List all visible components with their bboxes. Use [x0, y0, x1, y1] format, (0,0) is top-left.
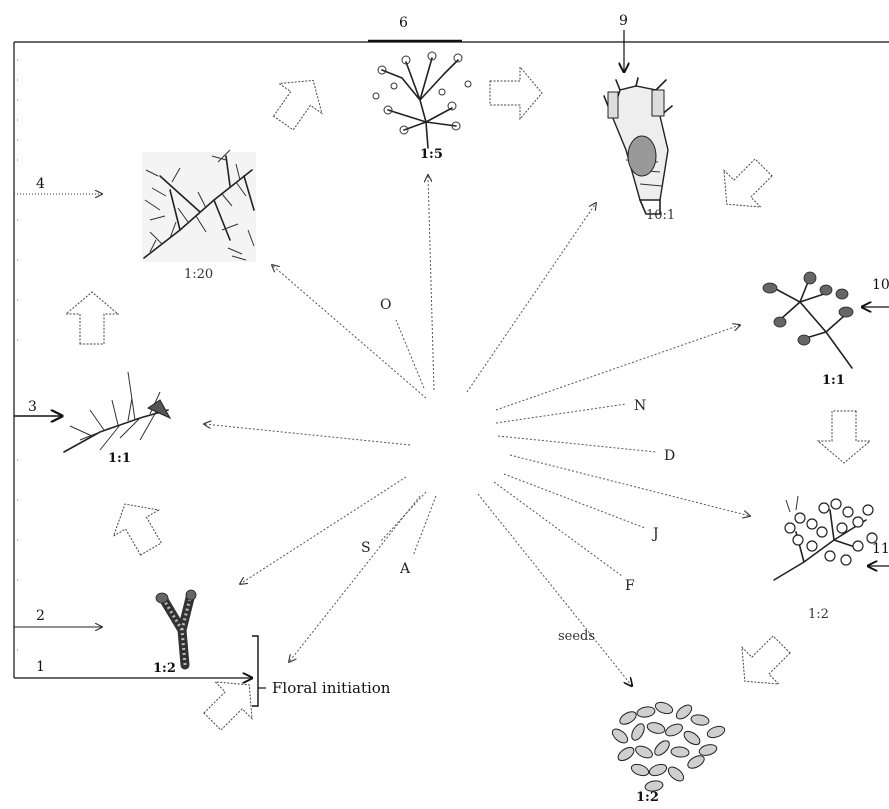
svg-text:10: 10: [872, 277, 889, 293]
stage-4-marker: 4: [14, 176, 102, 194]
scale-label-stage4: 1:20: [184, 267, 213, 282]
cycle-arrow-5: [490, 67, 542, 119]
timeline-frame: [14, 41, 889, 678]
scale-label-stage3: 1:1: [108, 451, 131, 466]
shoot-illustration: [64, 372, 170, 452]
cycle-arrow-2: [102, 491, 173, 562]
month-labels: O N D J F A S: [361, 297, 675, 594]
scale-label-seeds: 1:2: [636, 790, 659, 805]
cycle-arrow-8: [726, 626, 800, 700]
cycle-arrow-4: [262, 66, 334, 138]
svg-text:2: 2: [36, 608, 45, 624]
leafy-branch-illustration: [142, 150, 256, 262]
svg-text:3: 3: [28, 399, 37, 415]
month-label-S: S: [361, 540, 371, 556]
scale-label-stage6: 1:5: [420, 147, 443, 162]
scale-label-stage11: 1:2: [808, 607, 829, 622]
floral-initiation-label: Floral initiation: [272, 679, 391, 697]
svg-text:1: 1: [36, 659, 45, 675]
fruit-cluster-illustration: [774, 496, 877, 580]
cycle-arrow-7: [818, 411, 870, 463]
seeds-illustration: [610, 700, 726, 792]
stage-6-marker: 6: [399, 15, 408, 31]
month-label-J: J: [651, 526, 659, 542]
svg-text:4: 4: [36, 176, 45, 192]
stage-3-marker: 3: [14, 399, 62, 416]
inflorescence-illustration: [373, 52, 471, 148]
scale-label-stage1: 1:2: [153, 661, 176, 676]
seeds-label: seeds: [558, 629, 595, 644]
stage-2-marker: 2: [14, 608, 102, 627]
month-label-N: N: [634, 398, 646, 414]
bud-y-illustration: [156, 590, 196, 665]
budding-umbel-illustration: [763, 272, 853, 368]
stage-10-marker: 10: [862, 277, 889, 307]
svg-text:6: 6: [399, 15, 408, 31]
month-label-D: D: [664, 448, 675, 464]
svg-text:11: 11: [872, 541, 889, 557]
month-label-A: A: [399, 561, 411, 577]
left-axis-ticks: [14, 60, 19, 650]
stage-11-marker: 11: [868, 541, 889, 566]
flower-illustration: [604, 78, 672, 214]
stage-1-marker: 1: [36, 659, 252, 678]
radial-rays: [204, 175, 750, 686]
month-label-F: F: [625, 578, 635, 594]
scale-label-stage9: 10:1: [646, 208, 675, 223]
svg-text:9: 9: [619, 13, 628, 29]
month-label-O: O: [380, 297, 391, 313]
scale-label-stage10: 1:1: [822, 373, 845, 388]
floral-initiation-bracket: Floral initiation: [252, 636, 391, 706]
cycle-arrow-3: [66, 292, 118, 344]
cycle-arrow-6: [708, 149, 782, 223]
